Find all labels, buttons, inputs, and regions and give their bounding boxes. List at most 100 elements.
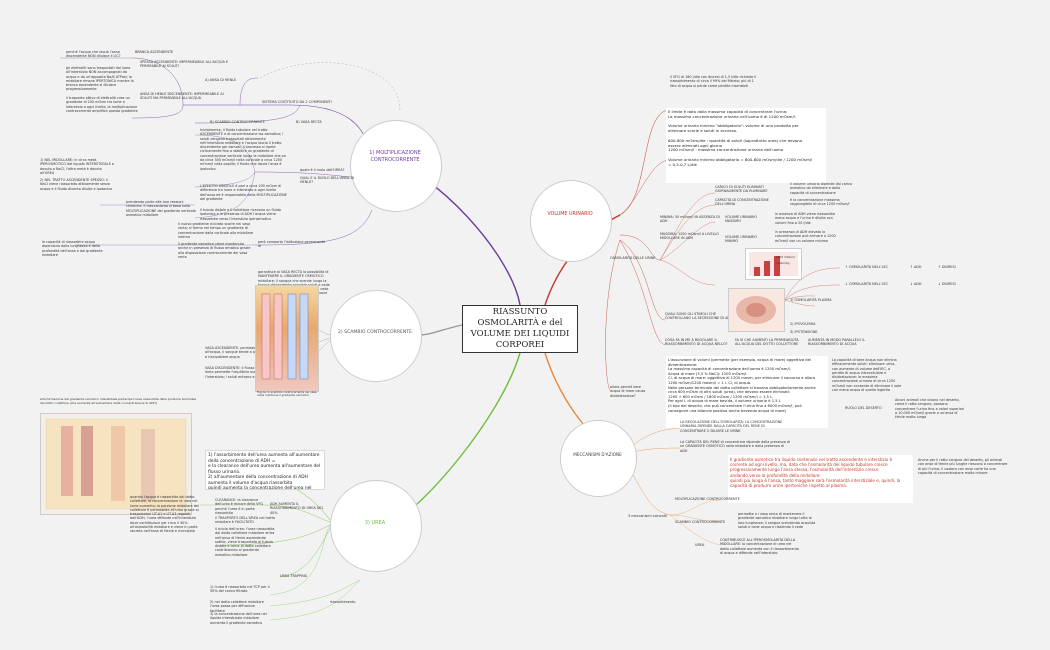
b4-quale: QUALI SONO GLI STIMOLI CHE CONTROLLANO L… [665, 312, 735, 321]
b1-quale: quale è il ruolo dell'UREA? [300, 168, 345, 172]
b1-mid2: L'EFFETTO SINGOLO è pari a circa 200 mOs… [200, 184, 287, 201]
b4-oggetto-r: FA SÌ CHE AUMENTI LA PERMEABILITÀ ALL'AC… [735, 338, 799, 347]
b1-left7: le capacità di riassorbire acqua dipendo… [42, 240, 103, 257]
b4-vol-max-r: in assenza di ADH viene riassorbita meno… [775, 212, 835, 225]
branch5-circle [560, 420, 637, 497]
b3-r1: 1) l'urea è riassorbita nel TCP per il 5… [210, 585, 270, 594]
branch1-title[interactable]: 1) MOLTIPLICAZIONE CONTROCORRENTE [369, 150, 421, 163]
b4-top: il VFG di 180 l/die con diuresi di 1,5 l… [670, 75, 757, 88]
b1-left1: perché l'acqua che lascia l'ansa discend… [66, 50, 121, 59]
b5-m1: MOLTIPLICAZIONE CONTROCORRENTE [675, 497, 740, 501]
b4-oggetto: COSA FA IN ME A REGOLARE IL RIASSORBIMEN… [665, 338, 728, 347]
branch3-title[interactable]: 3) UREA [364, 520, 386, 526]
b4-ruolo: RUOLO DEL DESERTO [845, 406, 882, 410]
b4-adh2: ↓ ADH [910, 282, 922, 286]
b1-mid1: Inizialmente, il fluido tubulare nel tra… [200, 128, 286, 171]
branch3-circle [330, 480, 422, 572]
fig-chart-label2: mOsm/kg [776, 261, 790, 265]
b4-conc: CAPACITÀ DI CONCENTRAZIONE DELL'URINA [715, 198, 769, 207]
b1-perch: però comporta l'istituzione permanente d… [258, 240, 326, 249]
fig-caption: Alla formazione del gradiente osmotico i… [40, 398, 197, 405]
b4-r2: Alcuni animali che vivono nel deserto, c… [895, 398, 965, 420]
b4-adh1: ↑ ADH [910, 265, 922, 269]
b1-sistema: SISTEMA COSTITUITO DA 2 COMPONENTI [262, 100, 332, 104]
b4-min: MINIMA: 50 mOsm/l IN ASSENZA DI ADH [660, 215, 720, 224]
b1-left6: prendendo parte alle loro reazioni chimi… [126, 200, 196, 217]
b1-hw: B) VASA RECTA [296, 120, 322, 124]
b5-mech: 3 meccanismi coinvolti [628, 514, 667, 518]
b4-conc-r: è la concentrazione massima raggiungibil… [790, 198, 850, 207]
b4-carico-r: il volume urinario dipende dal carico os… [790, 182, 853, 195]
urea-figure [40, 413, 192, 515]
b5-m3-r: CONTRIBUISCE ALL'IPEROSMOLARITÀ DELLA MI… [720, 538, 799, 555]
b1-mid3: il tubulo distale e il collettore ricevo… [200, 208, 281, 221]
urea-box: 1) l'assorbimento dell'urea aumenta all'… [205, 450, 325, 490]
b4-vol-min: VOLUME URINARIO MINIMO [725, 235, 757, 244]
b4-ipovol: 2) IPOVOLEMIA [790, 322, 816, 326]
b4-osm: OSMOLARITÀ DELLE URINE [610, 256, 656, 260]
seawater-box-text: L'assunzione di volumi (permette (per es… [668, 358, 816, 413]
branch2-title[interactable]: 2) SCAMBIO CONTROCORRENTE [337, 330, 413, 335]
b4-vol-max: VOLUME URINARIO MASSIMO [725, 215, 757, 224]
branch5-title[interactable]: MECCANISMI D'AZIONE [573, 452, 622, 457]
b3-u3: ADH AUMENTA IL RIASSORBIMENTO DI UREA DE… [270, 502, 324, 515]
branch4-circle [530, 180, 612, 262]
b3-riass: riassorbimento [330, 600, 356, 604]
b1-asc: BRANCA ASCENDENTE [135, 50, 174, 54]
fig-chart-label: 1200 mOsm/l [776, 255, 795, 259]
b1-disc: ANSA DI HENLE DISCENDENTE: IMPERMEABILE … [140, 92, 224, 101]
b1-asc-imp: SPESSA ASCENDENTE: IMPERMEABILE ALL'ACQU… [140, 60, 228, 69]
b4-r1: La capacità di bere acqua non elimina ef… [832, 358, 902, 393]
b4-sete1: ↑ DIURESI [938, 265, 956, 269]
b1-left5: 2) NEL TRATTO ASCENDENTE SPESSO: il NaCl… [40, 178, 113, 191]
b1-left4: 1) NEL MIDOLLARE: in circa metà IPEROSMO… [40, 158, 114, 175]
b4-perche: allora perché bere acqua di mare causa d… [610, 385, 646, 398]
central-topic[interactable]: RIASSUNTO OSMOLARITÀ e del VOLUME DEI LI… [462, 305, 578, 353]
b2-caption: Figura: lo scambio controcorrente nei va… [257, 391, 317, 398]
b5-box-r: Anche per il ratto canguro del deserto, … [918, 458, 1008, 475]
gradient-box: Il gradiente osmotico tra liquido conten… [728, 455, 913, 503]
vasa-recta-figure [255, 285, 319, 392]
volume-box-text: Il limite è dato dalla massima capacità … [668, 109, 813, 167]
b1-mid4: il nuovo gradiente riciclato scorre nei … [178, 222, 253, 239]
branch4-title[interactable]: VOLUME URINARIO [547, 212, 593, 217]
b4-ipotens: 3) IPOTENSIONE [790, 330, 818, 334]
b4-sete2: ↓ DIURESI [938, 282, 956, 286]
b1-vasa: B) SCAMBIO CONTROCORRENTE [210, 120, 265, 124]
b5-1: LA REGOLAZIONE DELL'OSMOLARITÀ: LA CONCE… [680, 420, 783, 433]
branch1-circle [350, 120, 442, 212]
seawater-box: L'assunzione di volumi (permette (per es… [666, 356, 828, 428]
osm-chart-figure: 1200 mOsm/l mOsm/kg [745, 248, 802, 280]
b3-u5: il riciclo dell'urea: l'urea riassorbita… [215, 527, 275, 557]
b1-right-q: QUAL E IL RUOLO DELL'ANSA DI HENLE? [300, 176, 355, 185]
urea-box-text: 1) l'assorbimento dell'urea aumenta all'… [208, 453, 321, 490]
gradient-box-text: Il gradiente osmotico tra liquido conten… [730, 457, 901, 489]
b4-osmot: 1) OSMOLARITÀ PLASMA [790, 298, 832, 302]
b1-mid5: il gradiente osmotico viene mantenuto an… [178, 242, 251, 259]
b5-2: LA CAPACITÀ DEL RENE di concentrare dipe… [680, 440, 790, 453]
volume-box: Il limite è dato dalla massima capacità … [666, 108, 826, 183]
b3-u2: CLEARANCE: la clearance dell'urea è mino… [215, 498, 264, 515]
b3-r3: 3) la concentrazione dell'urea nel liqui… [210, 612, 267, 625]
b4-ch1: ↑ OSMOLARITÀ NELL'LEC [845, 265, 888, 269]
b4-max: MASSIMA: 1200 mOsm/l A LIVELLO MIDOLLARE… [660, 232, 719, 241]
link-branch2 [419, 324, 463, 336]
b3-r2: 2) nel dotto collettore midollare l'urea… [210, 600, 264, 613]
b3-ricircolo: UREA TRAPPING [280, 574, 308, 578]
b3-u1: quando l'acqua è riassorbita dal dotto c… [130, 495, 199, 534]
b5-m2-r: permette a i vasa recta di mantenere il … [738, 512, 816, 529]
b4-oggetto-r2: AUMENTA IN MODO PARALLELO IL RIASSORBIME… [808, 338, 866, 347]
b5-m3: UREA [695, 543, 705, 547]
b5-m2: SCAMBIO CONTROCORRENTE [675, 520, 726, 524]
link-branch3 [394, 352, 521, 521]
b1-left3: il trasporto attivo di elettroliti crea … [66, 96, 138, 113]
b4-ch2: ↓ OSMOLARITÀ NELL'LEC [845, 282, 888, 286]
kidney-figure [728, 288, 785, 332]
b1-left2: gli elettroliti sono trasportati dal lum… [66, 66, 134, 92]
branch2-circle [330, 290, 422, 382]
b4-vol-min-r: in presenza di ADH elevato la concentraz… [775, 230, 836, 243]
b4-carico: CARICO DI SOLUTI ELIMINATI GIORNALMENTE … [715, 185, 768, 194]
b1-ansa: A) ANSA DI HENLE [205, 78, 237, 82]
b3-u4: il TRASPORTO DELL'UREA nel tratto midoll… [215, 516, 275, 525]
